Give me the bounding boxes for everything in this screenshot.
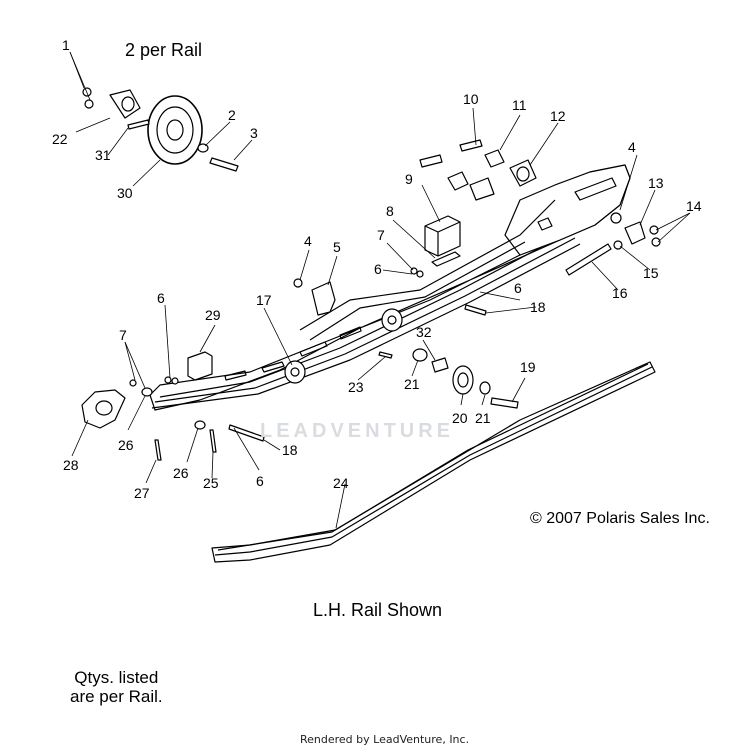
callout-number: 29 [205, 307, 221, 323]
callout-number: 4 [304, 233, 312, 249]
qty-note: Qtys. listed are per Rail. [70, 668, 163, 706]
block-part [187, 351, 213, 381]
rail-tip-part [81, 389, 126, 429]
callout-number: 19 [520, 359, 536, 375]
callout-number: 31 [95, 147, 111, 163]
callout-number: 6 [514, 280, 522, 296]
rear-bracket-parts [565, 212, 661, 276]
callout-number: 23 [348, 379, 364, 395]
idler-wheel-assembly [82, 87, 239, 172]
callout-number: 6 [374, 261, 382, 277]
callout-number: 16 [612, 285, 628, 301]
bracket-part [311, 281, 336, 316]
callout-number: 10 [463, 91, 479, 107]
callout-number: 30 [117, 185, 133, 201]
callout-number: 3 [250, 125, 258, 141]
callout-number: 15 [643, 265, 659, 281]
callout-number: 26 [173, 465, 189, 481]
copyright-text: © 2007 Polaris Sales Inc. [530, 510, 710, 527]
wheel-assembly [431, 357, 519, 409]
callout-number: 21 [475, 410, 491, 426]
callout-number: 26 [118, 437, 134, 453]
watermark-text: LEADVENTURE [260, 420, 455, 442]
callout-number: 21 [404, 376, 420, 392]
rail-part [149, 164, 631, 411]
callout-number: 13 [648, 175, 664, 191]
callout-number: 32 [416, 324, 432, 340]
callout-number: 17 [256, 292, 272, 308]
callout-number: 7 [377, 227, 385, 243]
callout-number: 24 [333, 475, 349, 491]
qty-note-line-1: Qtys. listed [74, 668, 159, 687]
callout-number: 5 [333, 239, 341, 255]
callout-number: 18 [530, 299, 546, 315]
upper-parts [419, 139, 537, 201]
leader-lines [69, 51, 691, 529]
header-note: 2 per Rail [125, 40, 203, 60]
rail-idler-wheels [284, 308, 403, 384]
block-part-9 [424, 215, 461, 257]
callout-number: 12 [550, 108, 566, 124]
callout-number: 6 [157, 290, 165, 306]
callout-number: 1 [62, 37, 70, 53]
callout-number: 9 [405, 171, 413, 187]
callout-number: 8 [386, 203, 394, 219]
callout-number: 22 [52, 131, 68, 147]
callout-number: 6 [256, 473, 264, 489]
callout-number: 18 [282, 442, 298, 458]
callout-number: 20 [452, 410, 468, 426]
wear-strip-part [211, 361, 656, 563]
footer-credit: Rendered by LeadVenture, Inc. [300, 733, 470, 746]
callout-number: 4 [628, 139, 636, 155]
spacer-part [431, 251, 461, 267]
callout-number: 2 [228, 107, 236, 123]
qty-note-line-2: are per Rail. [70, 687, 163, 706]
callout-number: 7 [119, 327, 127, 343]
callout-number: 28 [63, 457, 79, 473]
callout-number: 27 [134, 485, 150, 501]
callout-number: 11 [512, 97, 527, 113]
callout-number: 14 [686, 198, 702, 214]
diagram-caption: L.H. Rail Shown [313, 600, 443, 620]
hardware-items [129, 267, 487, 461]
callout-number: 25 [203, 475, 219, 491]
